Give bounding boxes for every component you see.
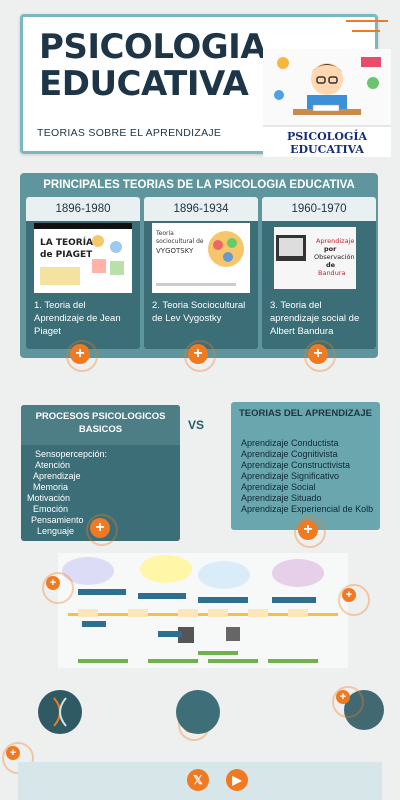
theory-card-vygotsky: 1896-1934 Teoría sociocultural de VYGOTS… [144,197,258,349]
process-item: Emoción [33,504,69,514]
process-item: Pensamiento [31,515,84,525]
dna-circle-icon [38,690,82,734]
x-icon[interactable]: 𝕏 [187,769,209,791]
learning-item: Aprendizaje Significativo [241,471,340,481]
svg-text:VYGOTSKY: VYGOTSKY [156,247,194,255]
learning-item: Aprendizaje Social [241,482,316,492]
page-title: PSICOLOGIA EDUCATIVA [39,27,267,104]
theories-heading: PRINCIPALES TEORIAS DE LA PSICOLOGIA EDU… [43,179,355,191]
expand-plus-button[interactable]: + [338,584,370,616]
page-subtitle: TEORIAS SOBRE EL APRENDIZAJE [37,127,222,139]
piaget-image-icon: LA TEORÍA de PIAGET [34,223,132,293]
title-line-2: EDUCATIVA [39,64,249,104]
expand-plus-button[interactable]: + [86,514,118,546]
theory-year: 1896-1980 [26,197,140,221]
lab-circle-icon [176,690,220,734]
expand-plus-button[interactable]: + [2,742,34,774]
expand-plus-button[interactable]: + [294,516,326,548]
theory-label: 1. Teoria del Aprendizaje de Jean Piaget [34,300,121,337]
learning-list: Aprendizaje Conductista Aprendizaje Cogn… [241,438,373,515]
svg-text:LA TEORÍA: LA TEORÍA [40,236,93,248]
learning-item: Aprendizaje Cognitivista [241,449,338,459]
theory-card-piaget: 1896-1980 LA TEORÍA de PIAGET 1. Teoria … [26,197,140,349]
processes-heading: PROCESOS PSICOLOGICOS BASICOS [21,405,180,445]
svg-text:por: por [324,245,337,253]
svg-text:Teoría: Teoría [155,230,174,237]
theory-year: 1960-1970 [262,197,376,221]
logo-strip: PSICOLOGÍA EDUCATIVA [263,125,391,157]
theories-panel: PRINCIPALES TEORIAS DE LA PSICOLOGIA EDU… [20,173,378,358]
expand-plus-button[interactable]: + [42,572,74,604]
svg-text:Aprendizaje: Aprendizaje [316,237,354,245]
svg-text:Observación: Observación [314,253,355,261]
process-item: Memoria [33,482,69,492]
learning-heading: TEORIAS DEL APRENDIZAJE [238,408,373,419]
dna-icon [53,697,67,727]
vygotsky-image-icon: Teoría sociocultural de VYGOTSKY [152,223,250,293]
expand-plus-button[interactable]: + [184,340,216,372]
learning-item: Aprendizaje Situado [241,493,322,503]
logo-text-line1: PSICOLOGÍA [286,130,368,143]
svg-text:de PIAGET: de PIAGET [40,250,93,260]
decorative-line [346,20,388,22]
svg-text:Bandura: Bandura [318,269,345,277]
svg-text:sociocultural de: sociocultural de [156,238,204,245]
theory-label: 3. Teoria del aprendizaje social de Albe… [270,300,360,337]
logo-text-line2: EDUCATIVA [290,143,364,156]
bandura-thumbnail: Aprendizaje por Observación de Bandura [274,227,356,289]
decorative-line [352,30,380,32]
header-illustration: PSICOLOGÍA EDUCATIVA [263,49,391,157]
theory-card-bandura: 1960-1970 Aprendizaje por Observación de… [262,197,376,349]
piaget-thumbnail: LA TEORÍA de PIAGET [34,223,132,293]
process-item: Sensopercepción: [35,449,108,459]
svg-text:de: de [326,261,336,269]
learning-item: Aprendizaje Conductista [241,438,339,448]
vs-label: VS [188,418,205,432]
processes-list: Sensopercepción: Atención Aprendizaje Me… [27,449,107,537]
expand-plus-button[interactable]: + [332,686,364,718]
youtube-icon[interactable]: ▶ [226,769,248,791]
title-line-1: PSICOLOGIA [39,27,267,67]
theory-year: 1896-1934 [144,197,258,221]
theory-label: 2. Teoria Sociocultural de Lev Vygostky [152,300,246,324]
timeline-image [58,553,348,668]
process-item: Lenguaje [37,526,75,536]
vygotsky-thumbnail: Teoría sociocultural de VYGOTSKY [152,223,250,293]
process-item: Atención [35,460,71,470]
timeline-graphic-icon [58,553,348,668]
expand-plus-button[interactable]: + [66,340,98,372]
learning-item: Aprendizaje Experiencial de Kolb [241,504,374,514]
process-item: Aprendizaje [33,471,81,481]
header-card: PSICOLOGIA EDUCATIVA TEORIAS SOBRE EL AP… [20,14,391,157]
bandura-image-icon: Aprendizaje por Observación de Bandura [274,227,356,289]
student-illustration-icon [263,49,391,125]
expand-plus-button[interactable]: + [304,340,336,372]
process-item: Motivación [27,493,71,503]
learning-item: Aprendizaje Constructivista [241,460,351,470]
learning-theories-card: TEORIAS DEL APRENDIZAJE Aprendizaje Cond… [231,402,380,530]
